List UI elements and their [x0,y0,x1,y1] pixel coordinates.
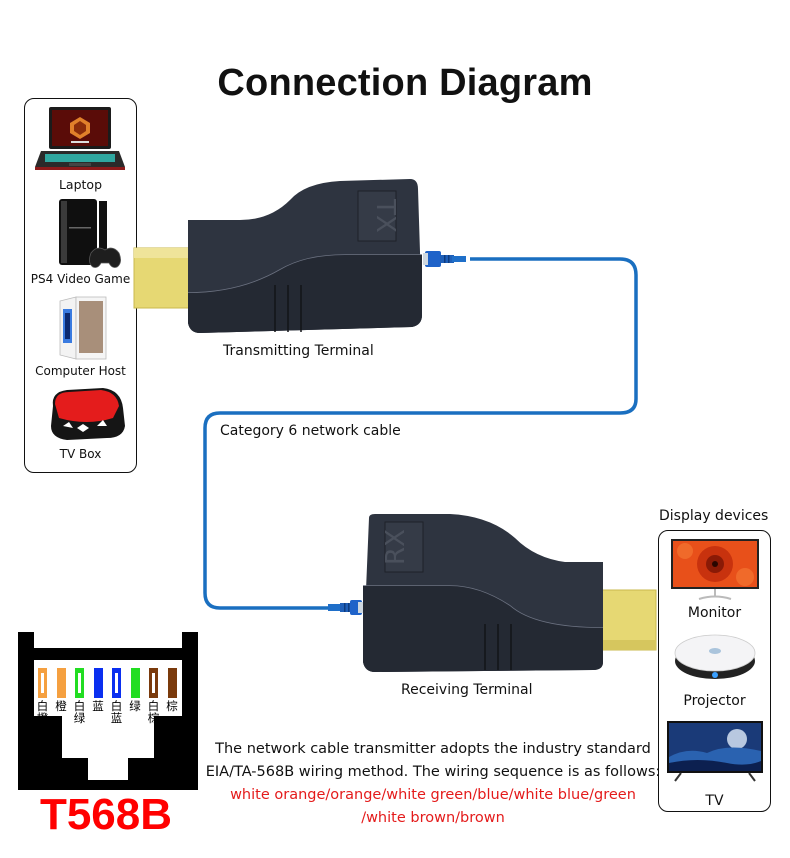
rj45-pinout-diagram: 白 橙橙白 绿蓝白 蓝绿白 棕棕 [18,632,198,790]
device-label-laptop: Laptop [58,177,103,192]
pin-label-2: 橙 [55,699,67,713]
white-stripe [78,673,81,693]
description-line-2: EIA/TA-568B wiring method. The wiring se… [205,764,661,780]
pin-wire-2 [56,668,66,698]
pin-label-5: 白 蓝 [110,699,123,725]
display-devices-panel: Monitor Projector TV [658,530,771,812]
receiving-terminal-label: Receiving Terminal [401,682,533,698]
device-label-tv-box: TV Box [59,447,102,461]
receiving-terminal: RX [363,514,657,672]
pin-label-3: 白 绿 [73,699,86,725]
laptop-icon [35,105,125,175]
pin-label-7: 白 棕 [147,699,160,725]
computer-tower-icon [58,295,108,361]
wiring-description: The network cable transmitter adopts the… [198,738,668,830]
transmitting-terminal-label: Transmitting Terminal [223,343,374,359]
pin-wire-7 [149,668,158,698]
white-stripe [41,673,44,693]
transmitting-terminal: TX [133,179,422,333]
white-stripe [115,673,118,693]
device-label-projector: Projector [683,693,746,709]
pin-wire-6 [130,668,140,698]
pin-label-6: 绿 [129,699,141,713]
pin-label-8: 棕 [166,699,178,713]
tv-icon [667,721,763,783]
standard-label: T568B [39,790,173,839]
device-label-monitor: Monitor [687,605,742,621]
pin-wire-5 [112,668,121,698]
white-stripe [152,673,155,693]
rj45-plug-tx [423,251,466,267]
pin-wire-8 [167,668,177,698]
source-devices-panel: Laptop PS4 Video Game Computer Host [24,98,137,473]
monitor-icon [671,539,759,601]
pin-wire-4 [93,668,103,698]
rx-marking: RX [381,529,411,565]
cable-label: Category 6 network cable [220,423,401,439]
device-label-ps4: PS4 Video Game [30,272,131,286]
device-label-tv: TV [705,793,724,809]
game-console-icon [55,197,125,272]
device-label-computer-host: Computer Host [35,364,126,378]
pin-wire-1 [38,668,47,698]
description-line-1: The network cable transmitter adopts the… [215,741,651,757]
tv-box-icon [47,386,127,442]
page-title: Connection Diagram [217,62,593,104]
pin-wire-3 [75,668,84,698]
display-devices-heading: Display devices [659,508,769,524]
wiring-sequence-line-1: white orange/orange/white green/blue/whi… [230,787,636,803]
projector-icon [673,631,757,685]
pin-label-4: 蓝 [92,699,104,713]
tx-marking: TX [370,198,400,233]
rj45-plug-rx [328,600,363,615]
wiring-sequence-line-2: /white brown/brown [361,810,505,826]
pin-label-1: 白 橙 [36,699,49,725]
